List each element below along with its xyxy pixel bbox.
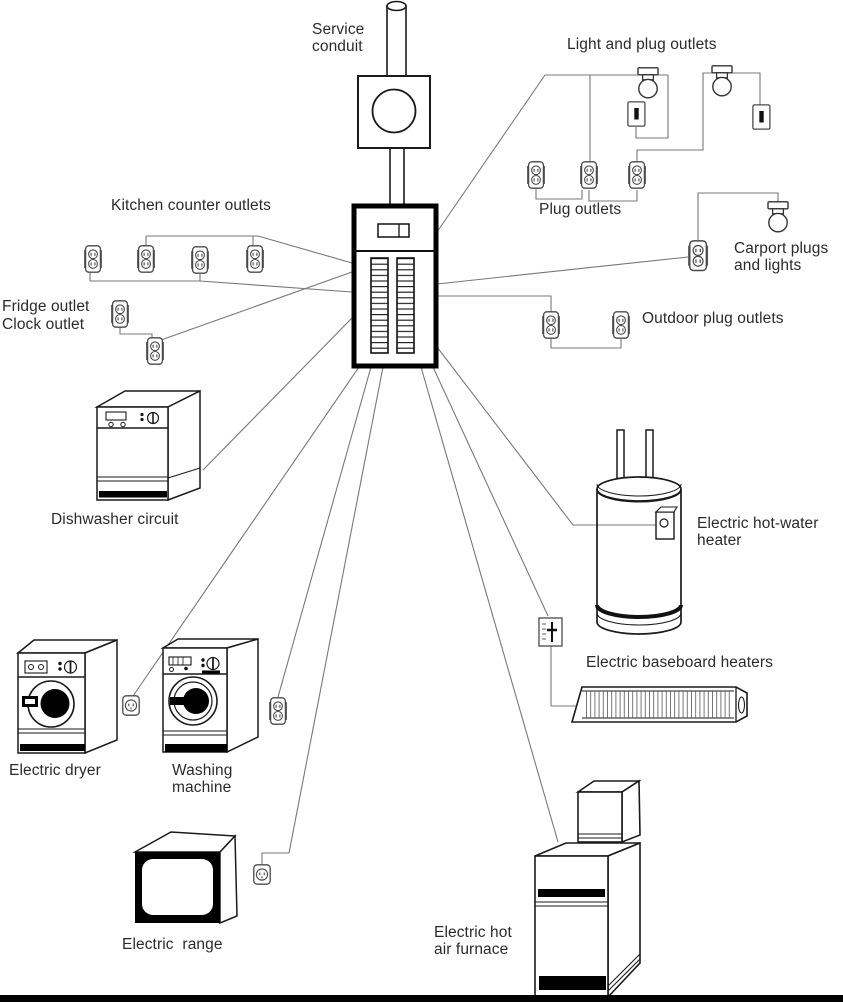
wire-light-plug-outlets [436, 72, 761, 233]
washer-outlet-icon [268, 697, 288, 725]
label-electric-hot-air-furnace: Electric hot air furnace [434, 924, 512, 958]
plug-outlet-icon [627, 161, 647, 189]
range-outlet-icon [253, 864, 271, 885]
light-switch-icon [627, 101, 646, 127]
outdoor-outlet-icon [611, 311, 631, 339]
breaker-service-panel [351, 203, 439, 369]
label-plug-outlets: Plug outlets [539, 201, 622, 218]
wire-dryer [132, 366, 360, 697]
label-washing-machine: Washing machine [172, 762, 233, 796]
wire-baseboard-thermostat [432, 366, 586, 707]
label-carport-plugs-and-lights: Carport plugs and lights [734, 240, 829, 274]
circuit-wires [89, 72, 779, 864]
wire-water-heater [436, 346, 656, 526]
label-electric-dryer: Electric dryer [9, 762, 101, 779]
wire-kitchen-counter [89, 235, 353, 293]
fridge-outlet-icon [110, 300, 130, 328]
outdoor-outlet-icon [541, 311, 561, 339]
wire-washer [277, 366, 372, 698]
thermostat-icon [538, 617, 563, 647]
carport-light-icon [767, 201, 789, 233]
label-outdoor-plug-outlets: Outdoor plug outlets [642, 310, 784, 327]
kitchen-outlet-icon [245, 245, 265, 273]
label-fridge-outlet: Fridge outlet [2, 298, 90, 315]
plug-outlet-icon [526, 161, 546, 189]
label-light-and-plug-outlets: Light and plug outlets [567, 36, 717, 53]
breaker-columns [370, 257, 415, 354]
light-switch-icon [752, 104, 771, 130]
dryer-outlet-icon [122, 695, 140, 716]
wire-fridge-clock [119, 271, 353, 341]
wire-dishwasher [202, 317, 353, 471]
service-conduit-pipe [386, 0, 407, 206]
wire-range [261, 366, 384, 864]
label-dishwasher-circuit: Dishwasher circuit [51, 511, 179, 528]
label-electric-hot-water-heater: Electric hot-water heater [697, 515, 819, 549]
ceiling-light-icon [711, 65, 733, 97]
wire-carport [436, 192, 779, 285]
wire-furnace [420, 366, 559, 843]
washing-machine-illustration [160, 638, 259, 754]
dishwasher-illustration [94, 389, 201, 502]
furnace-illustration [534, 779, 642, 1000]
label-kitchen-counter-outlets: Kitchen counter outlets [111, 197, 271, 214]
label-service-conduit: Service conduit [312, 21, 365, 55]
ceiling-light-icon [637, 67, 659, 99]
carport-outlet-icon [687, 240, 709, 272]
electric-meter [357, 75, 431, 149]
wire-plug-outlets [535, 189, 638, 202]
clock-outlet-icon [145, 337, 165, 365]
baseboard-heater-illustration [570, 686, 748, 723]
kitchen-outlet-icon [83, 245, 103, 273]
plug-outlet-icon [579, 161, 599, 189]
label-clock-outlet: Clock outlet [2, 316, 85, 333]
main-switch [377, 223, 410, 238]
electric-dryer-illustration [15, 638, 118, 755]
hot-water-heater-illustration [595, 429, 683, 635]
kitchen-outlet-icon [190, 246, 210, 274]
bottom-edge-bar [0, 995, 843, 1002]
kitchen-outlet-icon [136, 245, 156, 273]
electric-range-illustration [132, 831, 238, 925]
label-electric-range: Electric range [122, 936, 223, 953]
wire-outdoor [437, 295, 622, 349]
label-electric-baseboard-heaters: Electric baseboard heaters [586, 654, 773, 671]
